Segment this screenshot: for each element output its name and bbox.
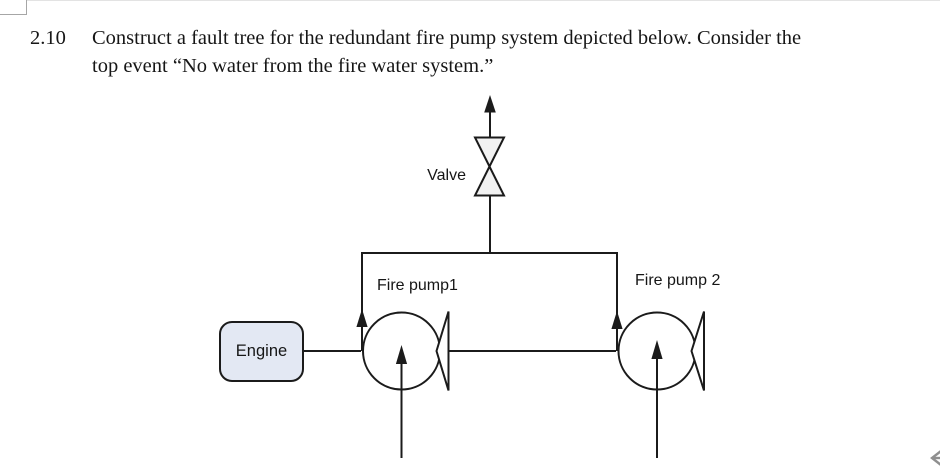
engine-label: Engine <box>235 342 288 360</box>
fire-pump2-label: Fire pump 2 <box>635 272 721 289</box>
valve-label: Valve <box>427 167 466 184</box>
valve-outlet-arrowhead-icon <box>484 95 496 113</box>
pump2-suction-arrowhead-icon <box>651 340 663 359</box>
fire-pump1-label: Fire pump1 <box>377 277 458 294</box>
valve-symbol-top-triangle <box>473 136 506 169</box>
pump2-discharge-triangle <box>690 311 705 391</box>
problem-number: 2.10 <box>30 27 66 49</box>
problem-text-line2: top event “No water from the fire water … <box>92 55 494 77</box>
pump1-riser-arrowhead-icon <box>356 309 368 327</box>
pump2-riser-arrowhead-icon <box>611 311 623 329</box>
pump1-discharge-triangle <box>435 311 450 391</box>
valve-symbol-bottom-triangle <box>473 164 506 197</box>
problem-text-line1: Construct a fault tree for the redundant… <box>92 27 802 49</box>
engine-node: Engine <box>219 321 304 382</box>
pump1-suction-arrowhead-icon <box>395 345 408 364</box>
page-top-divider <box>0 0 940 1</box>
corner-ui-remnant-box <box>0 0 27 15</box>
page-back-chevron-icon[interactable] <box>929 448 940 468</box>
